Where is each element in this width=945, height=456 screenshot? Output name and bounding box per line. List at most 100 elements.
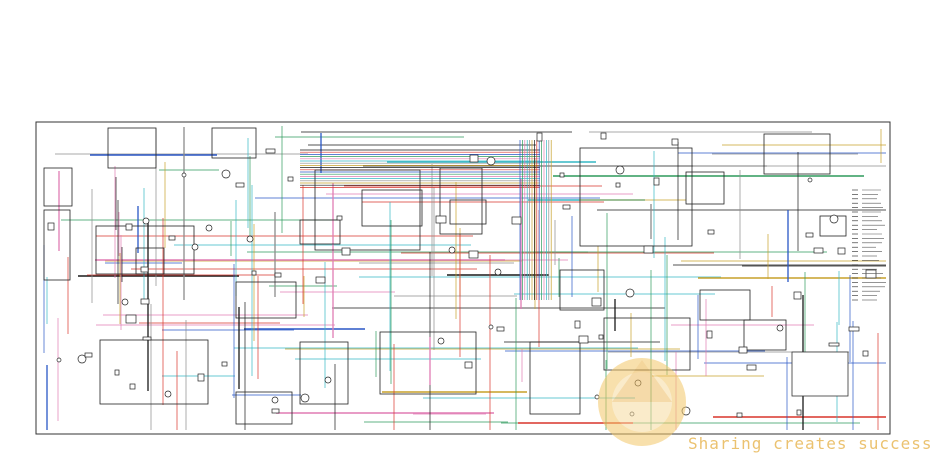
component-box (235, 281, 297, 319)
component-box (107, 127, 157, 169)
connector-pin (625, 288, 635, 298)
connector-block (336, 215, 343, 221)
connector-pin (246, 235, 254, 243)
connector-block (197, 373, 205, 382)
connector-block (129, 383, 136, 390)
connector-block (578, 335, 589, 344)
connector-block (746, 364, 757, 371)
component-layer (43, 127, 847, 425)
connector-block (643, 245, 654, 254)
connector-pin (437, 337, 445, 345)
connector-block (271, 408, 280, 414)
connector-block (671, 138, 679, 146)
connector-block (114, 369, 120, 376)
connector-block (251, 270, 257, 276)
component-box (43, 167, 73, 207)
connector-pin (494, 268, 502, 276)
connector-block (468, 250, 479, 259)
component-box (559, 269, 605, 311)
component-box (299, 341, 349, 405)
connector-block (738, 346, 748, 354)
component-box (299, 219, 341, 245)
connector-block (828, 342, 840, 347)
component-box (743, 319, 787, 351)
connector-pin (164, 390, 172, 398)
connector-block (315, 276, 326, 284)
component-box (43, 209, 71, 281)
connector-block (793, 291, 802, 300)
connector-pin (488, 324, 494, 330)
connector-pin (324, 376, 332, 384)
connector-pin (77, 354, 87, 364)
connector-block (736, 412, 743, 418)
connector-block (848, 326, 860, 332)
component-box (685, 171, 725, 205)
connector-pin (486, 156, 496, 166)
connector-pin (615, 165, 625, 175)
connector-pin (807, 177, 813, 183)
connector-block (469, 154, 479, 163)
connector-block (168, 235, 176, 241)
connector-block (706, 330, 713, 339)
component-box (211, 127, 257, 159)
component-box (449, 199, 487, 225)
connector-block (707, 229, 715, 235)
connector-block (341, 247, 351, 256)
connector-block (274, 272, 282, 278)
watermark-slogan: Sharing creates success (688, 434, 933, 453)
connector-pin (776, 324, 784, 332)
component-box (361, 189, 423, 227)
connector-block (496, 326, 505, 332)
connector-block (140, 266, 149, 273)
connector-pin (142, 217, 150, 225)
connector-pin (300, 393, 310, 403)
component-box (579, 147, 693, 247)
component-box (763, 133, 831, 175)
connector-pin (448, 246, 456, 254)
connector-block (805, 232, 814, 238)
component-box (235, 391, 293, 425)
connector-block (435, 215, 447, 224)
connector-pin (181, 172, 187, 178)
connector-pin (205, 224, 213, 232)
connector-block (142, 336, 152, 341)
connector-block (865, 269, 877, 279)
connector-block (559, 172, 565, 178)
connector-pin (221, 169, 231, 179)
watermark-logo (598, 358, 686, 446)
connector-block (813, 247, 824, 254)
component-box (314, 169, 421, 251)
connector-block (653, 177, 660, 186)
connector-block (600, 132, 607, 140)
component-box (439, 167, 483, 235)
component-box (135, 247, 165, 275)
connector-block (287, 176, 294, 182)
connector-block (511, 216, 522, 225)
connector-block (591, 297, 602, 307)
connector-pin (191, 243, 199, 251)
connector-block (84, 352, 93, 358)
connector-block (598, 334, 604, 340)
connector-pin (829, 214, 839, 224)
component-box (99, 339, 209, 405)
connector-pin (56, 357, 62, 363)
connector-block (796, 409, 802, 416)
connector-block (574, 320, 581, 329)
connector-block (265, 148, 276, 154)
component-box (529, 341, 581, 415)
connector-block (47, 222, 55, 231)
connector-block (235, 182, 245, 188)
connector-block (562, 204, 571, 210)
connector-block (125, 314, 137, 324)
connector-block (536, 132, 543, 142)
connector-block (862, 350, 869, 357)
connector-pin (121, 298, 129, 306)
component-box (699, 289, 751, 321)
notes-box (791, 351, 849, 397)
connector-block (615, 182, 621, 188)
connector-block (125, 223, 133, 231)
connector-block (464, 361, 473, 369)
connector-block (221, 361, 228, 367)
connector-block (140, 298, 150, 305)
